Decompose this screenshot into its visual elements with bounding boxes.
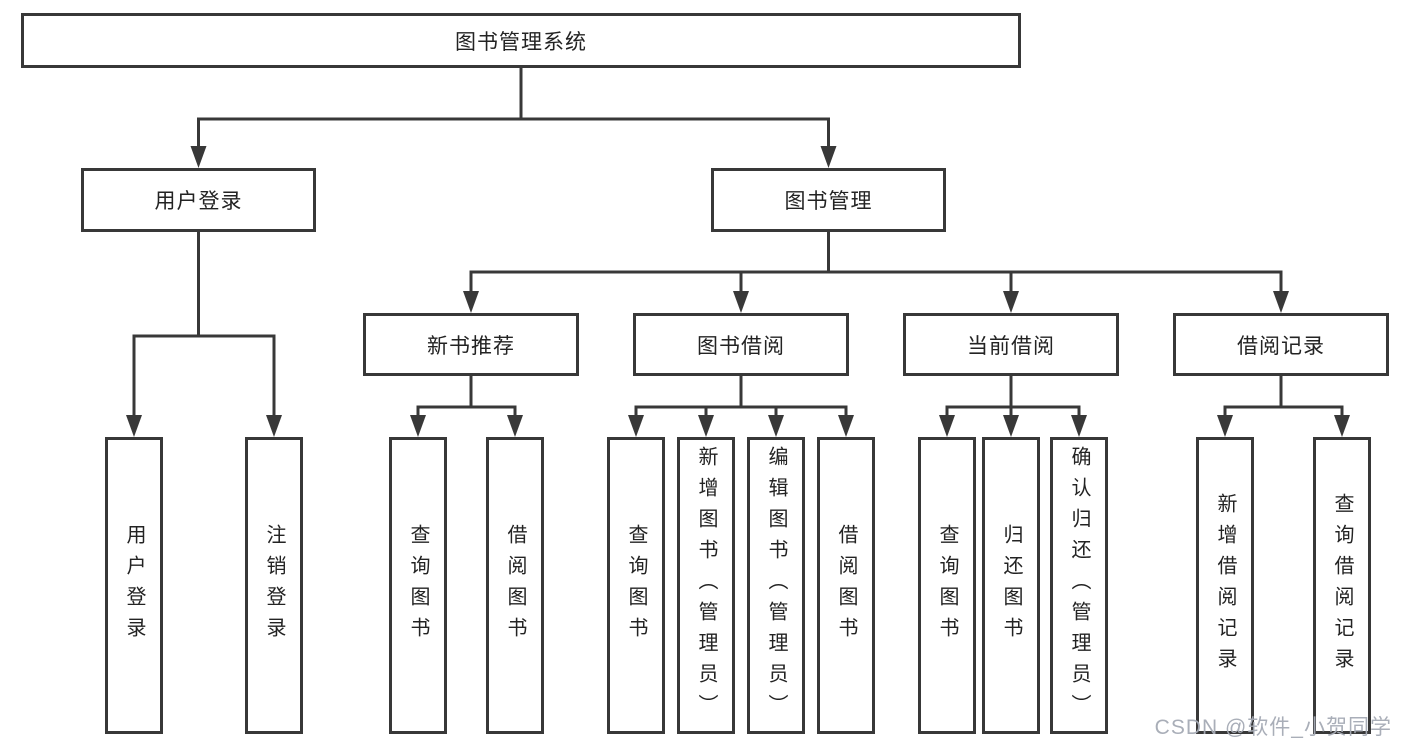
leaf-label: 编辑图书（管理员）	[765, 446, 787, 725]
node-user-login: 用户登录	[81, 168, 316, 232]
leaf-label: 新增图书（管理员）	[695, 446, 717, 725]
leaf-current-query-books: 查询图书	[918, 437, 976, 734]
leaf-borrow-borrow-books: 借阅图书	[817, 437, 875, 734]
node-root-library-system: 图书管理系统	[21, 13, 1021, 68]
leaf-label: 归还图书	[1000, 523, 1022, 648]
leaf-logout: 注销登录	[245, 437, 303, 734]
leaf-borrow-edit-books-admin: 编辑图书（管理员）	[747, 437, 805, 734]
leaf-current-return-books: 归还图书	[982, 437, 1040, 734]
node-label: 当前借阅	[967, 334, 1055, 358]
node-borrow-records: 借阅记录	[1173, 313, 1389, 376]
node-label: 图书管理系统	[455, 30, 587, 54]
leaf-borrow-add-books-admin: 新增图书（管理员）	[677, 437, 735, 734]
leaf-label: 用户登录	[123, 523, 145, 648]
leaf-newbook-query-books: 查询图书	[389, 437, 447, 734]
leaf-newbook-borrow-books: 借阅图书	[486, 437, 544, 734]
node-label: 图书管理	[784, 190, 873, 213]
leaf-label: 新增借阅记录	[1214, 492, 1236, 679]
node-label: 图书借阅	[697, 334, 785, 358]
leaf-label: 借阅图书	[835, 523, 857, 648]
leaf-records-add-record: 新增借阅记录	[1196, 437, 1254, 734]
node-label: 新书推荐	[427, 334, 515, 358]
node-label: 用户登录	[154, 190, 243, 213]
leaf-label: 借阅图书	[504, 523, 526, 648]
node-current-borrow: 当前借阅	[903, 313, 1119, 376]
node-book-borrow: 图书借阅	[633, 313, 849, 376]
leaf-label: 查询图书	[625, 523, 647, 648]
csdn-watermark: CSDN @软件_小贺同学	[1154, 716, 1392, 739]
leaf-label: 查询图书	[936, 523, 958, 648]
leaf-user-login: 用户登录	[105, 437, 163, 734]
leaf-label: 注销登录	[263, 523, 285, 648]
leaf-label: 确认归还（管理员）	[1068, 446, 1090, 725]
leaf-label: 查询借阅记录	[1331, 492, 1353, 679]
leaf-label: 查询图书	[407, 523, 429, 648]
leaf-borrow-query-books: 查询图书	[607, 437, 665, 734]
leaf-current-confirm-return-admin: 确认归还（管理员）	[1050, 437, 1108, 734]
node-book-management: 图书管理	[711, 168, 946, 232]
leaf-records-query-record: 查询借阅记录	[1313, 437, 1371, 734]
node-label: 借阅记录	[1237, 334, 1325, 358]
node-new-book-recommend: 新书推荐	[363, 313, 579, 376]
